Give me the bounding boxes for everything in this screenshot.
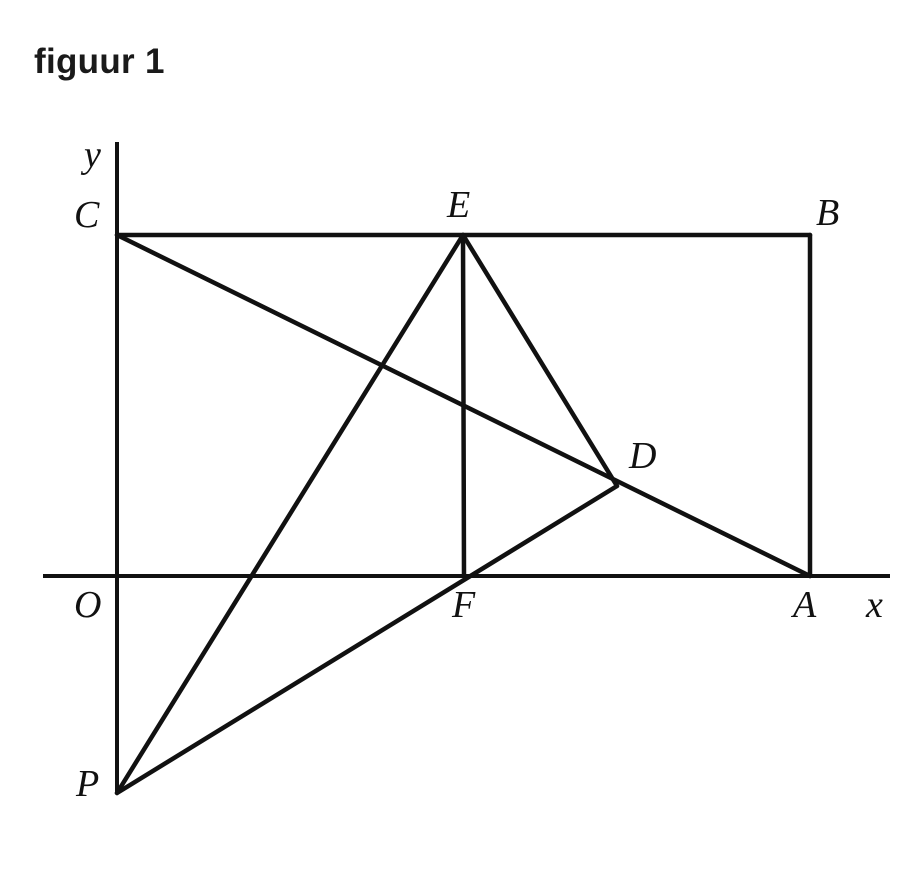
point-label-O: O (74, 584, 102, 626)
segment-EF (460, 232, 467, 579)
segment-PD (114, 483, 620, 796)
point-label-E: E (447, 184, 471, 226)
point-label-D: D (629, 435, 657, 477)
segments-group (114, 232, 813, 796)
axis-label-x: x (866, 584, 883, 626)
figure-title: figuur 1 (34, 42, 165, 81)
segment-ED (460, 232, 620, 489)
point-label-P: P (76, 763, 100, 805)
axis-label-y: y (84, 134, 101, 176)
point-label-A: A (793, 584, 817, 626)
point-label-F: F (452, 584, 476, 626)
point-label-B: B (816, 192, 840, 234)
point-label-C: C (74, 194, 100, 236)
segment-PE (114, 232, 466, 796)
